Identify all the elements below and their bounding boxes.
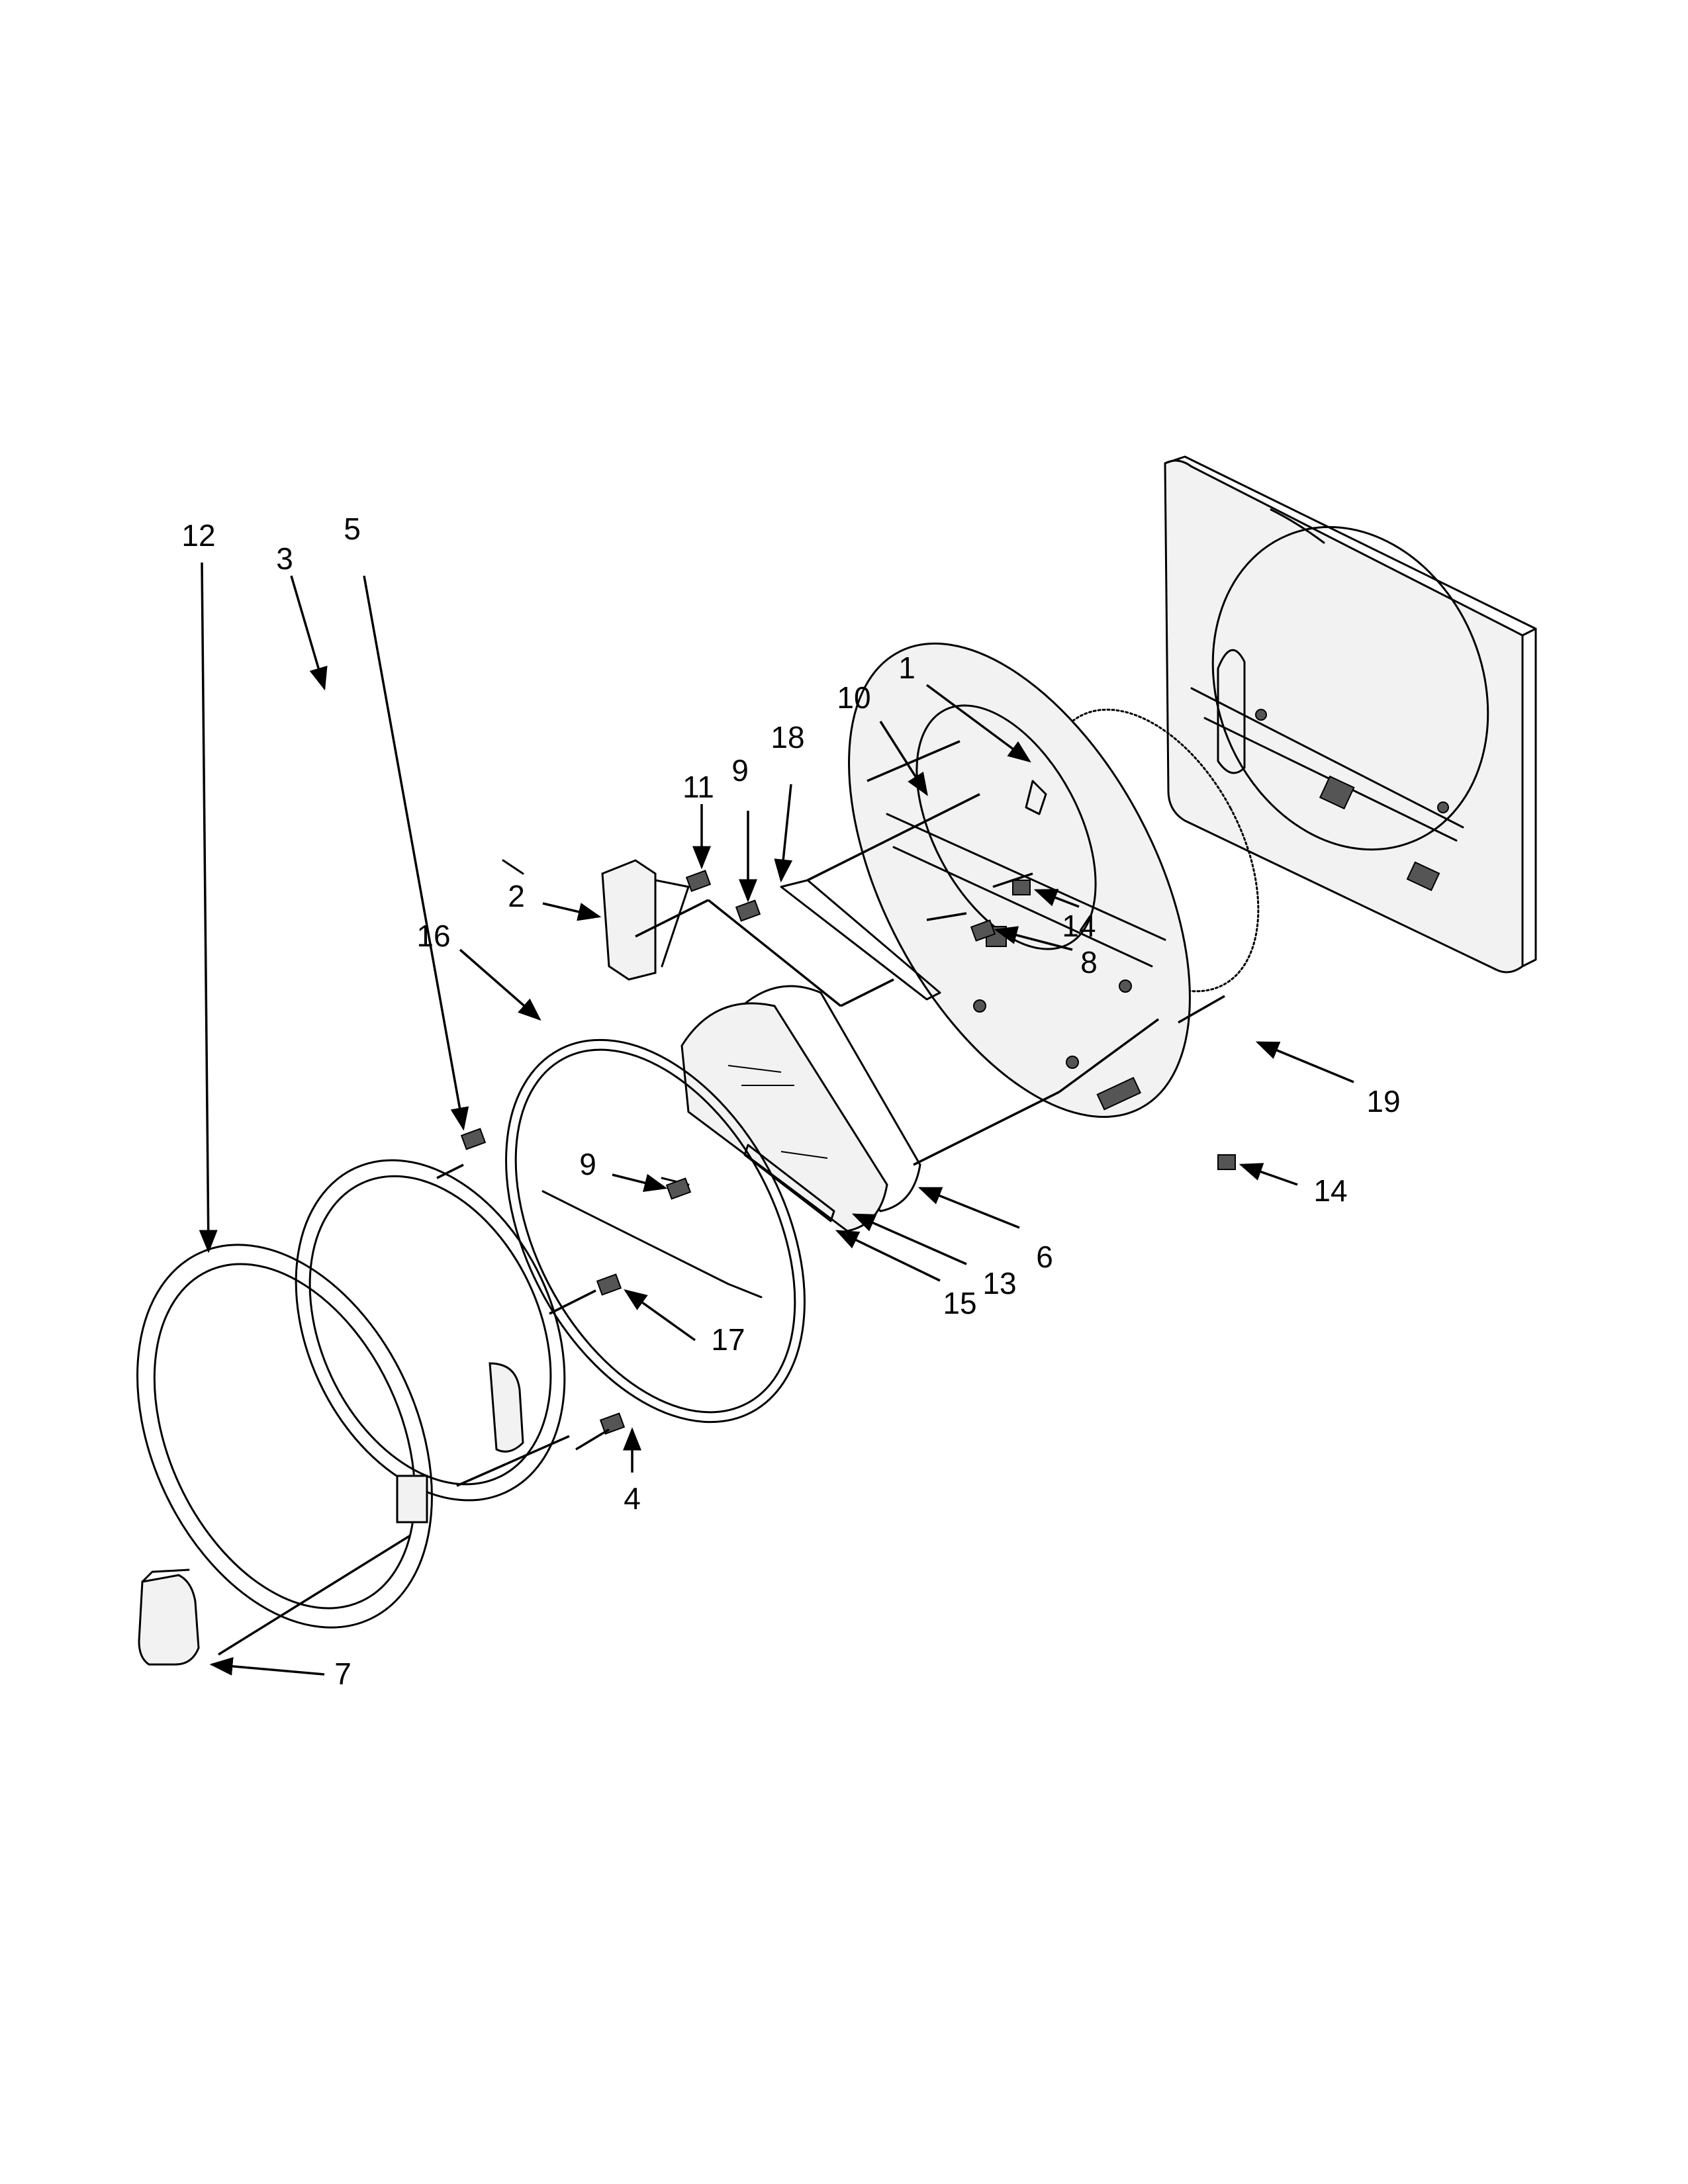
leader-14b bbox=[1239, 1163, 1298, 1186]
callout-10: 10 bbox=[837, 680, 870, 715]
fasteners bbox=[460, 780, 1236, 1435]
leader-9b bbox=[612, 1173, 668, 1192]
screw-9-lower bbox=[665, 1177, 692, 1200]
leader-5 bbox=[363, 575, 469, 1131]
guide-lines bbox=[218, 740, 1225, 1656]
callout-8: 8 bbox=[1080, 945, 1098, 979]
leader-8 bbox=[994, 926, 1073, 951]
screw-5 bbox=[460, 1128, 487, 1150]
screw-17 bbox=[596, 1273, 622, 1296]
clip-14-upper bbox=[1012, 880, 1031, 895]
door-glass-13 bbox=[680, 1002, 888, 1232]
door-ring-3 bbox=[295, 1159, 566, 1502]
front-panel bbox=[1164, 455, 1537, 974]
callout-17: 17 bbox=[711, 1322, 745, 1357]
leader-16 bbox=[459, 948, 541, 1021]
leader-2 bbox=[542, 902, 602, 921]
door-seal-6 bbox=[733, 985, 921, 1212]
clip-1 bbox=[1025, 780, 1047, 815]
callout-11: 11 bbox=[682, 770, 714, 804]
callout-15: 15 bbox=[943, 1286, 976, 1320]
screw-11 bbox=[685, 870, 712, 892]
leader-7 bbox=[209, 1657, 325, 1676]
callout-labels: 1 2 3 4 5 6 7 8 9 9 10 11 12 13 14 14 15… bbox=[181, 512, 1400, 1691]
leader-10 bbox=[879, 721, 928, 796]
callout-18: 18 bbox=[771, 720, 804, 754]
screw-9-upper bbox=[735, 899, 761, 922]
callout-12: 12 bbox=[181, 518, 215, 553]
leader-13 bbox=[851, 1213, 967, 1265]
callout-14-lower: 14 bbox=[1313, 1173, 1347, 1208]
leader-15 bbox=[835, 1230, 941, 1282]
clip-18 bbox=[780, 879, 941, 1001]
leader-18 bbox=[774, 784, 793, 883]
screw-4 bbox=[599, 1412, 626, 1435]
callout-13: 13 bbox=[982, 1266, 1016, 1300]
callout-4: 4 bbox=[624, 1481, 641, 1516]
leader-12 bbox=[199, 562, 218, 1253]
outer-door-ring-12 bbox=[136, 1244, 433, 1629]
callout-14-upper: 14 bbox=[1062, 909, 1096, 943]
callout-1: 1 bbox=[898, 651, 915, 685]
leader-1 bbox=[925, 684, 1031, 763]
leader-17 bbox=[624, 1289, 696, 1342]
callout-7: 7 bbox=[334, 1657, 352, 1691]
leader-3 bbox=[290, 575, 328, 691]
callout-2: 2 bbox=[508, 879, 525, 913]
hinge-2 bbox=[601, 859, 690, 981]
callout-5: 5 bbox=[344, 512, 361, 546]
leader-19 bbox=[1255, 1041, 1354, 1083]
callout-16: 16 bbox=[416, 919, 450, 953]
clip-14-lower bbox=[1217, 1154, 1236, 1170]
callout-6: 6 bbox=[1036, 1240, 1053, 1274]
leader-arrows bbox=[199, 562, 1354, 1676]
callout-9-lower: 9 bbox=[579, 1147, 596, 1181]
callout-19: 19 bbox=[1366, 1084, 1400, 1118]
door-handle-7 bbox=[138, 1569, 200, 1666]
screw-8 bbox=[970, 919, 996, 942]
callout-3: 3 bbox=[276, 541, 293, 576]
callout-9-upper: 9 bbox=[731, 753, 749, 788]
leader-14a bbox=[1033, 889, 1080, 908]
leader-6 bbox=[917, 1187, 1020, 1229]
